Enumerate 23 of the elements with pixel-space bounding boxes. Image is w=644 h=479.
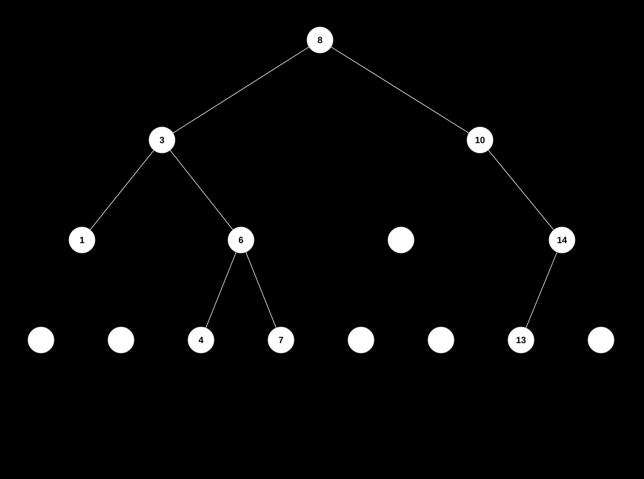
empty-node bbox=[28, 326, 54, 354]
empty-node bbox=[388, 226, 414, 254]
tree-node: 3 bbox=[148, 126, 176, 154]
tree-edge bbox=[206, 252, 236, 328]
empty-node bbox=[428, 326, 454, 354]
tree-node: 13 bbox=[508, 326, 534, 354]
tree-node: 7 bbox=[268, 326, 294, 354]
tree-edge bbox=[246, 252, 276, 328]
tree-node: 8 bbox=[306, 26, 334, 54]
tree-edge bbox=[172, 46, 310, 134]
tree-node: 6 bbox=[228, 226, 254, 254]
empty-node bbox=[588, 326, 614, 354]
tree-node: 1 bbox=[68, 226, 96, 254]
tree-edge bbox=[170, 150, 234, 230]
empty-node bbox=[348, 326, 374, 354]
tree-edge bbox=[488, 150, 554, 230]
tree-node: 14 bbox=[548, 226, 576, 254]
tree-edge bbox=[526, 252, 558, 328]
tree-node: 4 bbox=[188, 326, 214, 354]
tree-node: 10 bbox=[466, 126, 494, 154]
tree-edge bbox=[330, 46, 470, 134]
tree-edge bbox=[90, 150, 154, 230]
empty-node bbox=[108, 326, 134, 354]
